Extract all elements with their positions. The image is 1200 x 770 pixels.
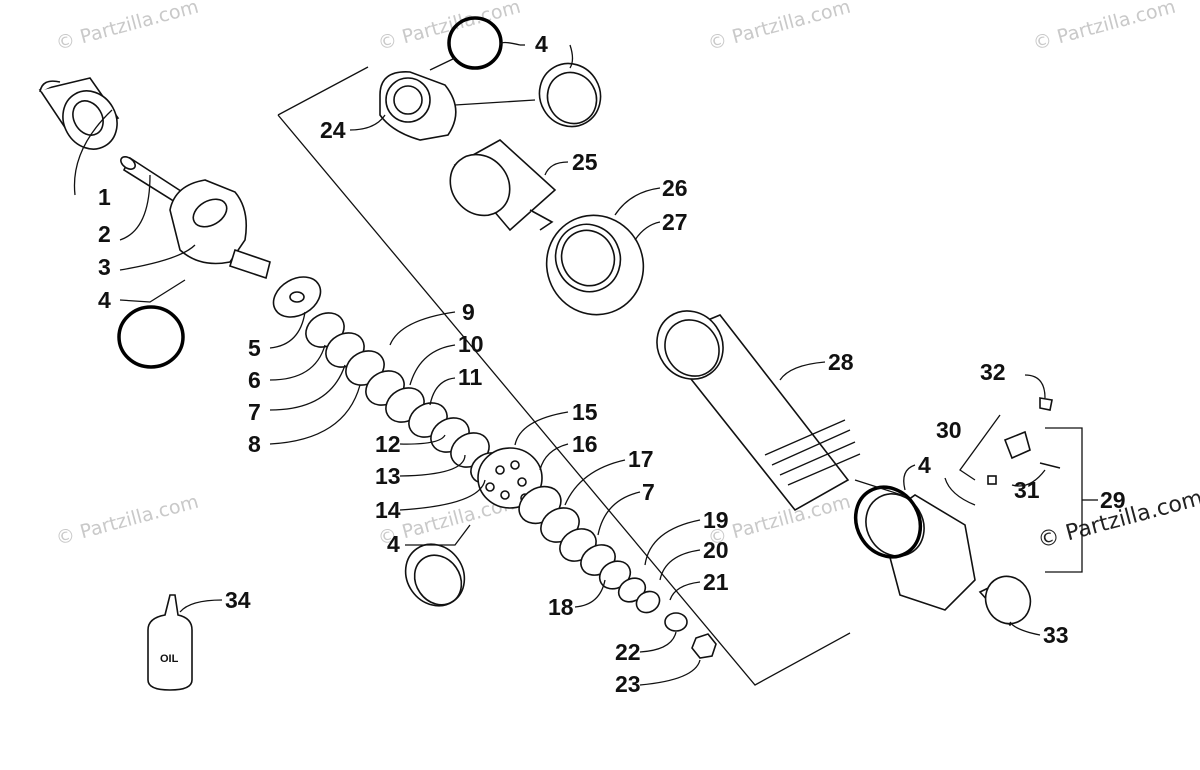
part-number: 28 [828,349,854,375]
part-number: 6 [248,367,261,393]
part-number: 4 [918,452,931,478]
part-number: 31 [1014,477,1040,503]
part-number: 10 [458,331,484,357]
oil-bottle: OIL [147,594,193,691]
part-number: 34 [225,587,251,613]
frame-line [277,114,851,686]
part-number: 22 [615,639,641,665]
part-number: 33 [1043,622,1069,648]
washer-stack-lower [518,485,717,659]
part-number: 4 [98,287,111,313]
part-number: 2 [98,221,111,247]
part-number: 18 [548,594,574,620]
shock-shaft [120,156,271,280]
part-number: 24 [320,117,346,143]
part-number: 19 [703,507,729,533]
o-ring [853,485,923,559]
oil-label: OIL [160,653,179,665]
part-number: 9 [462,299,475,325]
part-number: 4 [387,531,400,557]
part-number: 11 [458,364,483,390]
lower-body [865,493,976,611]
part-number: 7 [642,479,655,505]
piston [477,447,543,509]
part-number: 20 [703,537,729,563]
part-number: 7 [248,399,261,425]
bearing-band [538,62,602,128]
part-number: 16 [572,431,598,457]
part-number: 25 [572,149,598,175]
part-number: 27 [662,209,688,235]
watermark: © Partzilla.com [54,491,201,550]
part-number: 26 [662,175,688,201]
sleeve [449,139,557,232]
part-number: 32 [980,359,1006,385]
watermark: © Partzilla.com [54,0,201,55]
part-number: 8 [248,431,261,457]
washer-stack [272,276,506,484]
part-number: 17 [628,446,654,472]
watermark: © Partzilla.com [1031,0,1178,55]
part-number: 3 [98,254,111,280]
bracket-line [959,414,1001,481]
part-number: 1 [98,184,111,210]
part-number: 12 [375,431,401,457]
seal-head [379,71,457,141]
watermark: © Partzilla.com [706,0,853,55]
part-numbers: 1 2 3 4 5 6 7 8 9 10 11 12 13 14 15 16 1… [98,31,1126,697]
part-number: 14 [375,497,401,523]
bushing-lower [978,575,1032,627]
part-number: 21 [703,569,729,595]
o-ring [117,305,185,369]
spring-adjuster [545,214,645,316]
shock-body [656,310,861,512]
part-number: 13 [375,463,401,489]
part-number: 23 [615,671,641,697]
part-number: 5 [248,335,261,361]
part-number: 15 [572,399,598,425]
bearing-band [404,543,466,607]
part-number: 30 [936,417,962,443]
valve-parts [987,397,1061,485]
part-number: 29 [1100,487,1126,513]
part-number: 4 [535,31,548,57]
bushing [38,77,120,150]
frame-line [277,66,369,116]
leader-lines [73,41,1046,686]
